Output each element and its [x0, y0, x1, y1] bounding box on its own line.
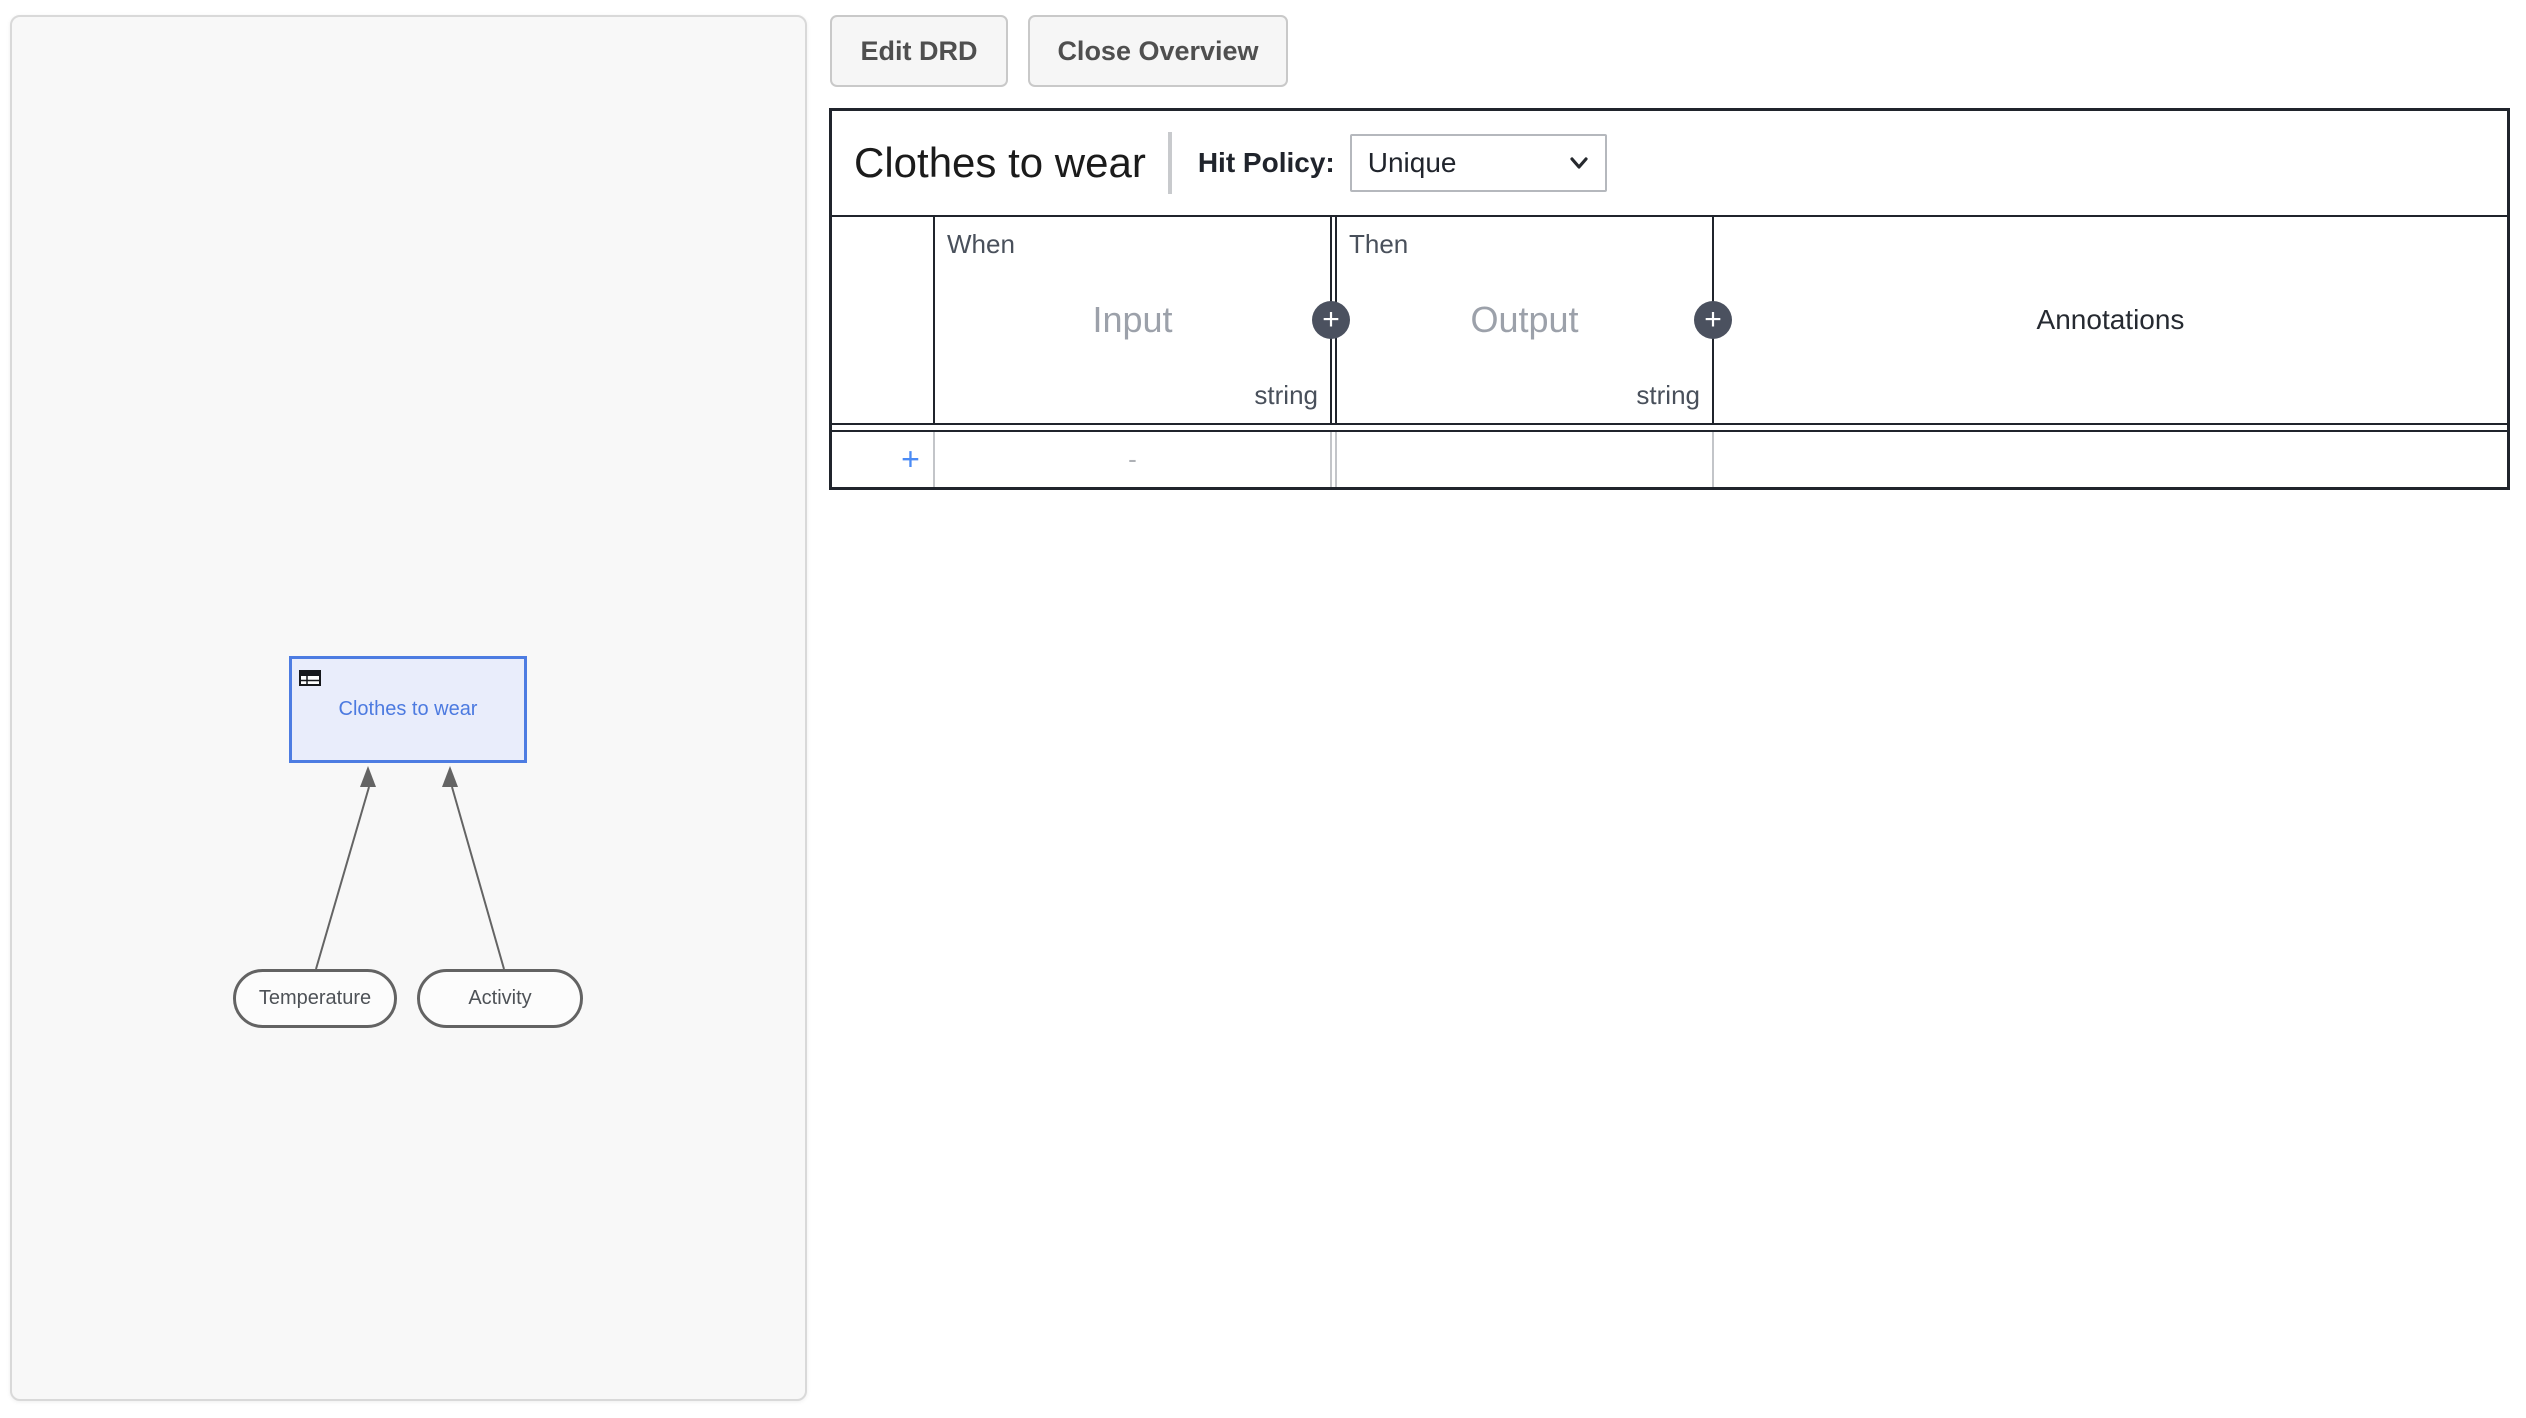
input-rule-label: When: [947, 229, 1015, 259]
close-overview-button[interactable]: Close Overview: [1028, 15, 1288, 87]
edge-temperature-to-decision: [315, 786, 370, 970]
rule-annotation-cell[interactable]: [1714, 432, 2507, 487]
drd-connections: [315, 766, 505, 970]
empty-cell-placeholder: -: [1128, 444, 1137, 474]
hit-policy-select[interactable]: Unique: [1349, 134, 1607, 192]
table-row: + -: [832, 430, 2507, 487]
annotations-label: Annotations: [2036, 304, 2185, 335]
header-input-column: When Input string +: [935, 217, 1350, 423]
arrowhead-icon: [442, 766, 458, 787]
input-node-activity[interactable]: Activity: [417, 969, 583, 1028]
rule-output-cell[interactable]: [1335, 432, 1714, 487]
chevron-down-icon: [1570, 157, 1588, 169]
header-annotations-column: Annotations: [1714, 217, 2507, 423]
decision-table-title-row: Clothes to wear Hit Policy: Unique: [832, 111, 2507, 217]
input-node-temperature[interactable]: Temperature: [233, 969, 397, 1028]
output-type-selector[interactable]: string: [1636, 380, 1700, 410]
toolbar: Edit DRD Close Overview: [830, 15, 1288, 87]
edit-drd-button[interactable]: Edit DRD: [830, 15, 1008, 87]
decision-table-name[interactable]: Clothes to wear: [854, 139, 1146, 186]
hit-policy-label: Hit Policy:: [1197, 147, 1335, 178]
input-expression-cell[interactable]: Input: [1092, 299, 1173, 340]
add-rule-button[interactable]: +: [901, 441, 920, 477]
title-divider: [1167, 132, 1172, 194]
output-rule-label: Then: [1349, 229, 1409, 259]
decision-table-icon: [299, 670, 321, 686]
decision-node-clothes-to-wear[interactable]: Clothes to wear: [289, 656, 527, 763]
drd-overview-panel: Clothes to wear Temperature Activity: [10, 15, 807, 1401]
arrowhead-icon: [360, 766, 376, 787]
add-input-column-button[interactable]: +: [1312, 301, 1350, 339]
decision-table: Clothes to wear Hit Policy: Unique When …: [829, 108, 2510, 490]
edge-activity-to-decision: [451, 786, 505, 970]
hit-policy-value: Unique: [1367, 147, 1457, 178]
output-name-cell[interactable]: Output: [1470, 299, 1579, 340]
input-type-selector[interactable]: string: [1254, 380, 1318, 410]
input-node-label: Activity: [468, 987, 532, 1009]
decision-table-header: When Input string + Then Output string +…: [832, 217, 2507, 425]
rule-input-cell[interactable]: -: [935, 432, 1332, 487]
input-node-label: Temperature: [258, 987, 372, 1009]
rule-rownumber-cell: +: [832, 432, 935, 487]
add-output-column-button[interactable]: +: [1694, 301, 1732, 339]
header-rownumber-column: [832, 217, 935, 423]
header-output-column: Then Output string +: [1335, 217, 1732, 423]
decision-node-label: Clothes to wear: [338, 698, 478, 720]
